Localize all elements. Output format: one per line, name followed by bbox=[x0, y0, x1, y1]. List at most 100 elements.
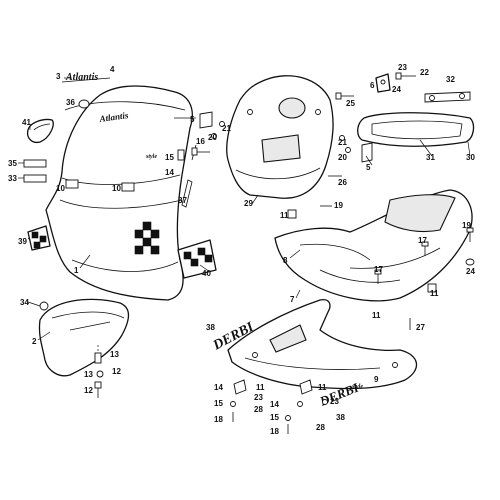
callout-18-a: 18 bbox=[214, 415, 223, 424]
callout-10-right: 10 bbox=[112, 184, 121, 193]
callout-16: 16 bbox=[196, 137, 205, 146]
inner-legshield-part bbox=[226, 75, 334, 199]
callout-38-b: 38 bbox=[336, 413, 345, 422]
callout-40: 40 bbox=[202, 269, 211, 278]
callout-24-b: 24 bbox=[466, 267, 475, 276]
callout-30: 30 bbox=[466, 153, 475, 162]
callout-21-a: 21 bbox=[222, 124, 231, 133]
lower-cover-part bbox=[227, 299, 418, 390]
callout-14-b: 14 bbox=[214, 383, 223, 392]
screw-group-15-16 bbox=[177, 147, 210, 161]
callout-15-b: 15 bbox=[214, 399, 223, 408]
callout-14-c: 14 bbox=[270, 400, 279, 409]
decal-35 bbox=[23, 159, 47, 168]
clip-5-right bbox=[361, 142, 373, 163]
callout-23-c: 23 bbox=[330, 397, 339, 406]
callout-2: 2 bbox=[32, 337, 37, 346]
callout-25: 25 bbox=[346, 99, 355, 108]
screw-group-20-21 bbox=[211, 121, 351, 153]
callout-28-b: 28 bbox=[316, 423, 325, 432]
leader-lines bbox=[18, 77, 471, 341]
callout-10-left: 10 bbox=[56, 184, 65, 193]
decal-41-emblem bbox=[26, 118, 54, 144]
callout-20-a: 20 bbox=[208, 133, 217, 142]
callout-11-b: 11 bbox=[430, 289, 439, 298]
callout-4: 4 bbox=[110, 65, 115, 74]
decal-33 bbox=[23, 174, 47, 183]
callout-7: 7 bbox=[290, 295, 295, 304]
callout-28-a: 28 bbox=[254, 405, 263, 414]
callout-31: 31 bbox=[426, 153, 435, 162]
callout-6: 6 bbox=[370, 81, 375, 90]
callout-14-a: 14 bbox=[165, 168, 174, 177]
screw-22 bbox=[395, 72, 416, 80]
decal-3-4-logo: Atlantis bbox=[61, 72, 111, 83]
bracket-32 bbox=[424, 91, 471, 103]
screws-lower bbox=[230, 399, 328, 434]
clip-14-left bbox=[233, 379, 247, 395]
callout-15-c: 15 bbox=[270, 413, 279, 422]
front-shield-part: Atlantis style bbox=[45, 85, 193, 301]
svg-text:Atlantis: Atlantis bbox=[98, 110, 130, 124]
callout-1: 1 bbox=[74, 266, 79, 275]
callout-11-a: 11 bbox=[280, 211, 289, 220]
svg-text:style: style bbox=[351, 384, 363, 390]
callout-26: 26 bbox=[338, 178, 347, 187]
callout-5-right: 5 bbox=[366, 163, 371, 172]
callout-27: 27 bbox=[416, 323, 425, 332]
callout-12-b: 12 bbox=[84, 386, 93, 395]
callout-23-a: 23 bbox=[398, 63, 407, 72]
callout-38-a: 38 bbox=[206, 323, 215, 332]
clip-6 bbox=[375, 73, 391, 93]
callout-11-d: 11 bbox=[256, 383, 265, 392]
callout-23-b: 23 bbox=[254, 393, 263, 402]
clip-11-upper bbox=[287, 209, 297, 219]
callout-35: 35 bbox=[8, 159, 17, 168]
callout-32: 32 bbox=[446, 75, 455, 84]
callout-20-b: 20 bbox=[338, 153, 347, 162]
callout-5-left: 5 bbox=[190, 115, 195, 124]
callout-11-e: 11 bbox=[318, 383, 327, 392]
callout-17-a: 17 bbox=[418, 236, 427, 245]
decal-39-checkered bbox=[27, 225, 51, 251]
callout-8: 8 bbox=[283, 256, 288, 265]
callout-19-b: 19 bbox=[462, 221, 471, 230]
clip-11-right bbox=[427, 283, 437, 293]
callout-33: 33 bbox=[8, 174, 17, 183]
callout-12: 12 bbox=[112, 367, 121, 376]
callout-15-a: 15 bbox=[165, 153, 174, 162]
callout-22: 22 bbox=[420, 68, 429, 77]
clip-17-upper bbox=[421, 241, 429, 256]
callout-labels: 1 2 3 4 5 5 6 7 8 9 10 10 11 11 11 11 11… bbox=[8, 63, 475, 436]
fasteners-mudguard bbox=[94, 345, 104, 398]
callout-19-a: 19 bbox=[334, 201, 343, 210]
checkered-flag-decal bbox=[177, 239, 217, 279]
clip-17-lower bbox=[374, 269, 382, 284]
badge-36 bbox=[78, 99, 90, 109]
svg-text:Atlantis: Atlantis bbox=[65, 72, 98, 83]
callout-37: 37 bbox=[178, 196, 187, 205]
callout-9: 9 bbox=[374, 375, 379, 384]
callout-13-b: 13 bbox=[84, 370, 93, 379]
callout-18-b: 18 bbox=[270, 427, 279, 436]
screw-25 bbox=[335, 92, 354, 100]
floorboard-part bbox=[274, 189, 473, 302]
clip-24-right bbox=[465, 258, 475, 266]
callout-17-b: 17 bbox=[374, 265, 383, 274]
clip-14-right bbox=[299, 379, 313, 395]
rear-tray-part bbox=[357, 112, 475, 147]
svg-text:style: style bbox=[145, 154, 157, 160]
callout-24-a: 24 bbox=[392, 85, 401, 94]
callout-29: 29 bbox=[244, 199, 253, 208]
checkered-decal-on-shield bbox=[134, 221, 160, 255]
clip-5-left bbox=[199, 111, 213, 129]
callout-13-a: 13 bbox=[110, 350, 119, 359]
screw-19-right bbox=[466, 227, 474, 242]
front-mudguard-part bbox=[38, 298, 130, 377]
callout-39: 39 bbox=[18, 237, 27, 246]
callout-36: 36 bbox=[66, 98, 75, 107]
callout-21-b: 21 bbox=[338, 138, 347, 147]
callout-34: 34 bbox=[20, 298, 29, 307]
